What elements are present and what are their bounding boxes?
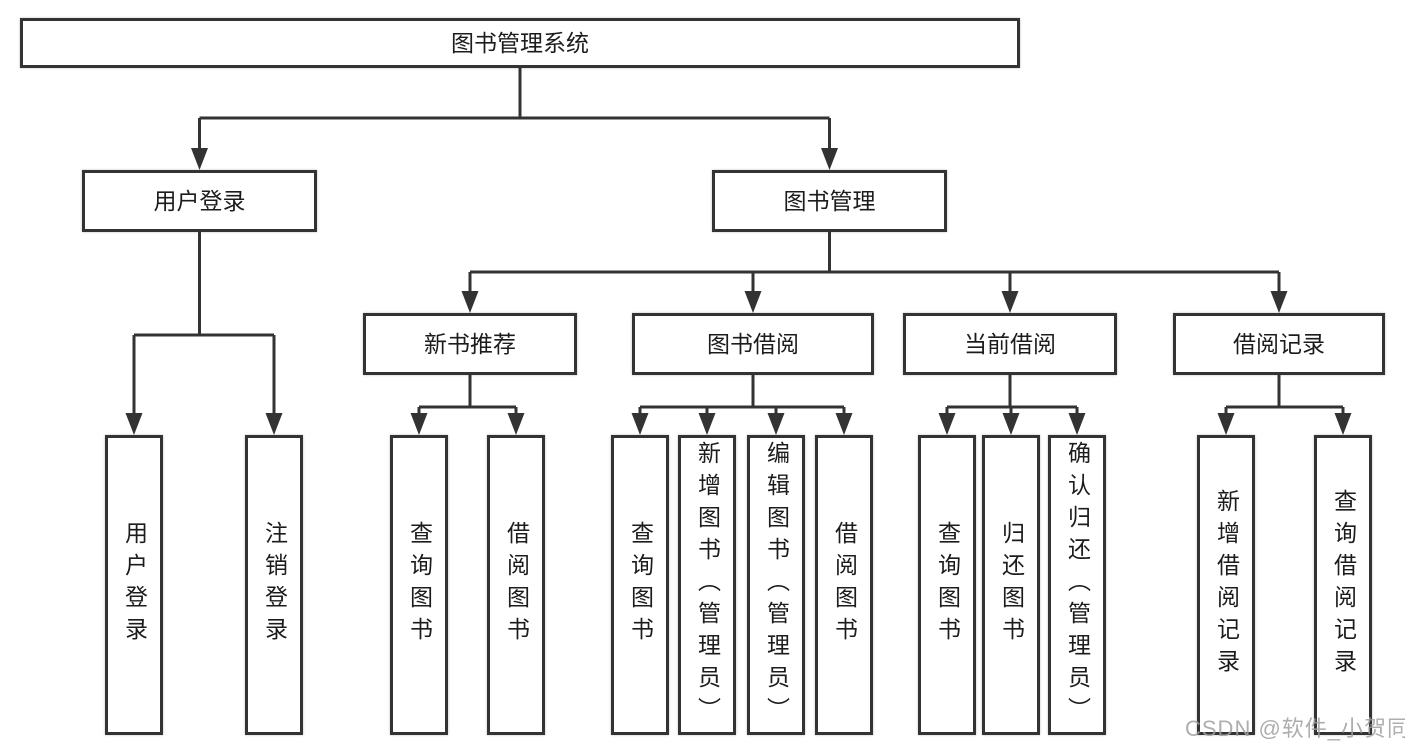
leaf-confirm-return-admin: 确认归还（管理员）: [1048, 435, 1106, 735]
leaf-query-borrow-record-label: 查询借阅记录: [1330, 489, 1357, 681]
leaf-user-login: 用户登录: [105, 435, 163, 735]
leaf-query-books-1: 查询图书: [390, 435, 448, 735]
leaf-query-books-1-label: 查询图书: [406, 521, 433, 649]
leaf-borrow-books-2-label: 借阅图书: [831, 521, 858, 649]
leaf-borrow-books-1: 借阅图书: [487, 435, 545, 735]
leaf-query-books-3-label: 查询图书: [934, 521, 961, 649]
node-book-mgmt-branch: 图书管理: [712, 170, 947, 232]
leaf-user-login-label: 用户登录: [121, 521, 148, 649]
leaf-query-borrow-record: 查询借阅记录: [1314, 435, 1372, 735]
leaf-edit-books-admin: 编辑图书（管理员）: [747, 435, 805, 735]
csdn-watermark: CSDN @软件_小贺同学: [1185, 716, 1405, 741]
node-user-login-branch: 用户登录: [82, 170, 317, 232]
leaf-query-books-2: 查询图书: [611, 435, 669, 735]
node-borrow-records: 借阅记录: [1173, 313, 1385, 375]
leaf-edit-books-admin-label: 编辑图书（管理员）: [763, 441, 790, 729]
arrowheads: [125, 148, 1352, 435]
leaf-add-borrow-record: 新增借阅记录: [1197, 435, 1255, 735]
leaf-borrow-books-2: 借阅图书: [815, 435, 873, 735]
leaf-logout-label: 注销登录: [261, 521, 288, 649]
leaf-add-borrow-record-label: 新增借阅记录: [1213, 489, 1240, 681]
leaf-query-books-3: 查询图书: [918, 435, 976, 735]
node-new-book-recommend: 新书推荐: [363, 313, 577, 375]
leaf-query-books-2-label: 查询图书: [627, 521, 654, 649]
leaf-confirm-return-admin-label: 确认归还（管理员）: [1064, 441, 1091, 729]
node-current-borrow: 当前借阅: [903, 313, 1117, 375]
leaf-borrow-books-1-label: 借阅图书: [503, 521, 530, 649]
node-book-borrow: 图书借阅: [632, 313, 874, 375]
leaf-add-books-admin-label: 新增图书（管理员）: [694, 441, 721, 729]
leaf-return-books-label: 归还图书: [998, 521, 1025, 649]
leaf-return-books: 归还图书: [982, 435, 1040, 735]
leaf-add-books-admin: 新增图书（管理员）: [678, 435, 736, 735]
leaf-logout: 注销登录: [245, 435, 303, 735]
node-root-system: 图书管理系统: [20, 18, 1020, 68]
